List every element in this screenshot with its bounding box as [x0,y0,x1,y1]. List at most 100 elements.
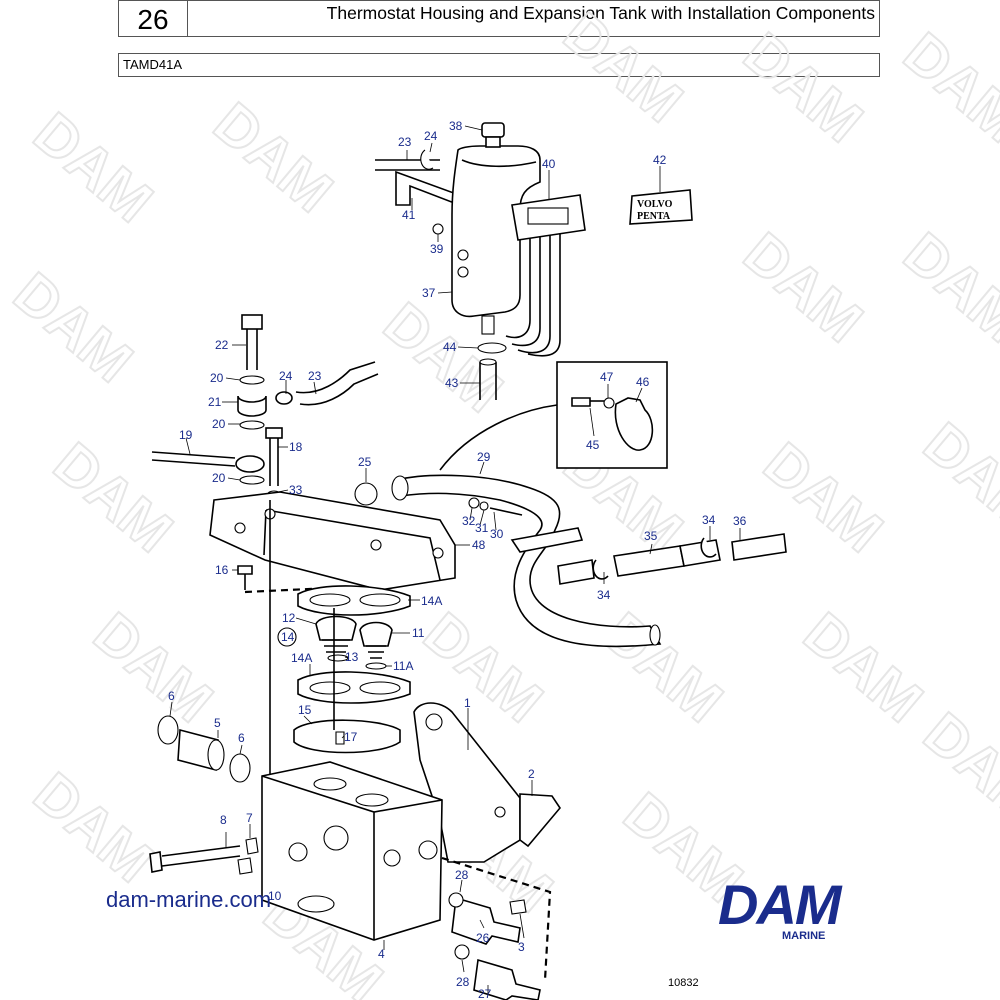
hose-36 [731,533,787,561]
curve-to-hose [439,404,558,471]
clamp-detail-box [439,361,668,471]
filler-neck [485,136,501,148]
banjo-bolt-22-head [241,314,263,330]
washer-31 [479,501,489,511]
model-bar: TAMD41A [118,53,880,77]
o-ring-25 [354,482,378,506]
bolt-18-head [265,427,283,439]
emblem-line-1: VOLVO [637,199,673,210]
ref-circle-14 [277,627,297,647]
callout-24: 24 [424,129,438,143]
cover-48-ridge [263,509,441,581]
leader-lines [169,125,741,994]
callout-44: 44 [443,340,457,354]
callout-32: 32 [462,514,476,528]
nut-32 [468,497,480,509]
callout-40: 40 [542,157,556,171]
callout-28a: 28 [455,868,469,882]
thermostat-cover-48 [209,491,456,591]
hose-29 [395,474,662,648]
gasket-14a-upper-hole-2 [359,593,401,607]
thermostat-12 [315,615,357,641]
thermostat-11-coil [366,645,386,659]
tank-sight-2 [457,266,469,278]
callout-38: 38 [449,119,463,133]
housing-port-top-2 [355,793,389,807]
tank-outlet [481,315,495,335]
hose-43-end [479,358,497,366]
callout-42: 42 [653,153,667,167]
thermostat-11 [359,621,393,647]
callout-1: 1 [464,696,471,710]
callout-13: 13 [345,650,359,664]
sensor-26 [451,896,521,945]
housing-port-front-1 [323,825,349,851]
washer-20-top [239,375,265,385]
callout-31: 31 [475,521,489,535]
filler-cap-38 [481,122,505,138]
o-ring-6-left [157,715,179,745]
hose-35-left [613,545,685,577]
callout-14a-upper: 14A [421,594,442,608]
clamp-24-upper [420,149,434,170]
washer-28-lower [454,944,470,960]
thermostat-12-coil [322,639,350,653]
callout-43: 43 [445,376,459,390]
thermostat-housing-group [149,715,552,1000]
thermostat-cover-group [209,482,456,594]
callout-20a: 20 [210,371,224,385]
callout-6b: 6 [238,731,245,745]
callout-2: 2 [528,767,535,781]
callout-34b: 34 [597,588,611,602]
callout-27: 27 [478,987,492,1000]
clamp-34-right [700,537,717,558]
gasket-15 [293,719,401,754]
pipe-bundle-40 [505,230,561,357]
callout-24b: 24 [279,369,293,383]
banjo-21 [237,395,267,417]
callout-4: 4 [378,947,385,961]
callout-28b: 28 [456,975,470,989]
alignment-line-16 [244,586,331,594]
callout-45: 45 [586,438,600,452]
hose-35-group [557,533,787,585]
callout-22: 22 [215,338,229,352]
hose-29-end-2 [649,624,661,646]
housing-port-front-2 [383,849,401,867]
screw-39 [432,223,444,235]
gasket-14a-lower-hole-1 [309,681,351,695]
flange-40-slot [527,207,569,225]
callout-36: 36 [733,514,747,528]
elbow-stub [557,559,595,585]
housing-4-edge [261,775,443,940]
banjo-19-eye [235,455,265,473]
callout-12: 12 [282,611,296,625]
callout-14a-lower: 14A [291,651,312,665]
gasket-14a-upper [297,585,411,616]
pipe-19 [151,451,236,467]
callout-23b: 23 [308,369,322,383]
callout-39: 39 [430,242,444,256]
screw-16 [237,565,253,575]
figure-number: 10832 [668,977,699,989]
volvo-penta-emblem-42 [629,189,693,225]
callout-33: 33 [289,483,303,497]
housing-port-side [288,842,308,862]
alignment-line-sensor [441,856,552,981]
callout-48: 48 [472,538,486,552]
cover-bolt-hole-4 [432,547,444,559]
o-ring-10 [297,895,335,913]
hose-23-mid [295,361,379,406]
bracket-32-31 [510,527,584,553]
header-bar: 26 Thermostat Housing and Expansion Tank… [118,0,880,37]
brand-subtitle: MARINE [782,930,826,942]
washer-20-low [239,475,265,485]
banjo-fitting-stack [151,314,379,498]
thermostat-group [269,500,411,775]
bolt-45 [571,397,591,407]
callout-11a: 11A [393,659,413,673]
callout-34a: 34 [702,513,716,527]
washer-47 [603,397,615,409]
website-link[interactable]: dam-marine.com [106,887,272,912]
